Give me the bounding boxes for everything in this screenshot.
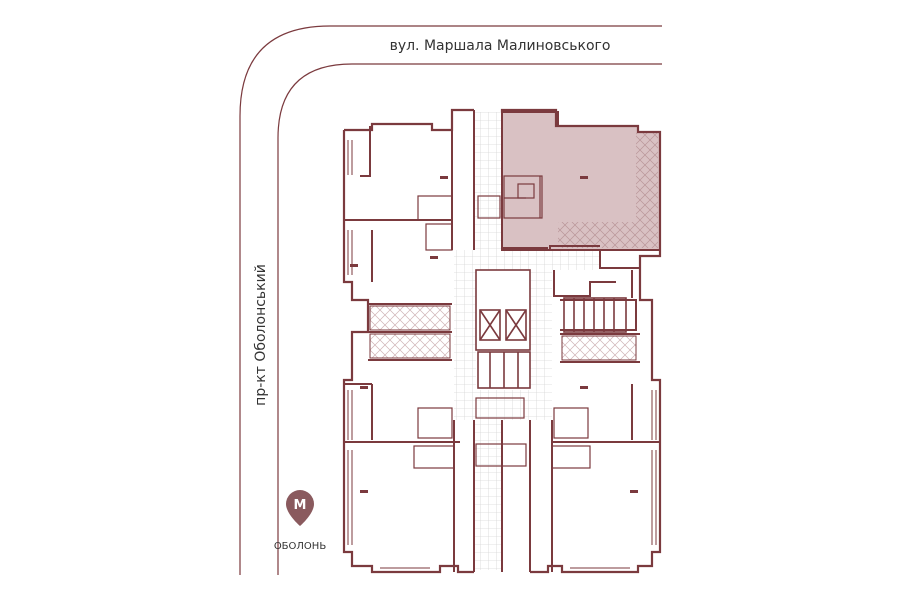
metro-station-label: ОБОЛОНЬ xyxy=(274,541,327,552)
interior-walls xyxy=(344,110,660,572)
elevator-core xyxy=(475,269,627,389)
street-label-top: вул. Маршала Малиновського xyxy=(390,38,611,54)
street-label-left: пр-кт Оболонський xyxy=(253,264,269,406)
road-lines xyxy=(239,25,662,575)
fixtures xyxy=(350,176,638,493)
metro-marker: М xyxy=(286,490,314,526)
selected-apartment[interactable] xyxy=(501,111,661,251)
corridor-floor xyxy=(454,112,600,570)
balconies xyxy=(369,305,637,361)
windows xyxy=(347,140,657,569)
map-pin-icon xyxy=(286,490,314,526)
exterior-walls xyxy=(342,108,662,574)
bathrooms xyxy=(413,195,591,469)
building xyxy=(342,108,662,574)
metro-letter: М xyxy=(294,498,307,513)
